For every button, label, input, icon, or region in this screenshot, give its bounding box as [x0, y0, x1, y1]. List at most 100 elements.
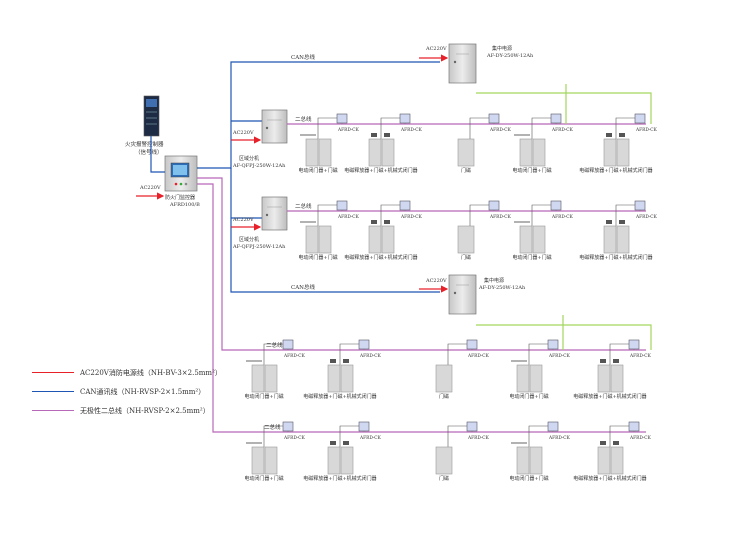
monitor-model: AFRD100/B — [169, 202, 200, 208]
module-box — [550, 113, 562, 124]
door-leaf — [368, 138, 382, 167]
door-unit: AFRD-CK 电磁释放器+门磁+机械式闭门器 — [303, 339, 382, 400]
power-supply-top: 集中电源 AF-DY-250W-12Ah — [448, 43, 534, 84]
zone2-ac-label: AC220V — [232, 217, 254, 223]
door-type-label: 电动闭门器+门磁 — [244, 393, 283, 400]
door-unit: AFRD-CK 门磁 — [435, 421, 490, 482]
door-unit: AFRD-CK 门磁 — [457, 113, 512, 174]
module-box — [466, 421, 478, 432]
module-box — [466, 339, 478, 350]
module-label: AFRD-CK — [467, 436, 490, 441]
door-leaf — [340, 364, 354, 393]
door-type-label: 电磁释放器+门磁+机械式闭门器 — [579, 254, 652, 261]
psu-top-name: 集中电源 — [492, 45, 512, 52]
door-leaf — [305, 225, 319, 254]
magnetic-release — [330, 359, 336, 363]
two-bus-label-1: 二总线 — [295, 115, 312, 123]
two-bus-label-3: 二总线 — [266, 341, 283, 349]
door-leaf — [532, 225, 546, 254]
module-label: AFRD-CK — [635, 215, 658, 220]
zone-unit-2: 区域分机 AF-QFPJ-250W-12Ah — [232, 196, 288, 250]
magnetic-release — [343, 359, 349, 363]
module-label: AFRD-CK — [629, 436, 652, 441]
door-leaf — [519, 138, 533, 167]
door-type-label: 门磁 — [461, 167, 471, 174]
door-type-label: 电动闭门器+门磁 — [298, 167, 337, 174]
door-type-label: 电动闭门器+门磁 — [509, 475, 548, 482]
legend-text-can: CAN通讯线（NH-RVSP-2×1.5mm²） — [80, 387, 206, 396]
module-box — [550, 200, 562, 211]
module-label: AFRD-CK — [548, 354, 571, 359]
zone2-name: 区域分机 — [239, 236, 259, 243]
door-leaf — [610, 364, 624, 393]
door-unit: AFRD-CK 电磁释放器+门磁+机械式闭门器 — [579, 200, 658, 261]
door-leaf — [264, 446, 278, 475]
legend-text-power: AC220V消防电源线（NH-BV-3×2.5mm²） — [80, 368, 222, 377]
door-leaf — [318, 225, 332, 254]
zone-unit-1: 区域分机 AF-QFPJ-250W-12Ah — [232, 109, 288, 169]
module-box — [488, 113, 500, 124]
door-monitor: 防火门监控器 AFRD100/B — [164, 155, 200, 208]
psu-mid-ac-label: AC220V — [425, 278, 447, 284]
door-leaf — [616, 138, 630, 167]
door-type-label: 电磁释放器+门磁+机械式闭门器 — [303, 393, 376, 400]
door-leaf — [457, 225, 475, 254]
door-unit: AFRD-CK 电动闭门器+门磁 — [509, 421, 571, 482]
psu-top-ac-label: AC220V — [425, 46, 447, 52]
fire-panel-name: 火灾报警控制器 — [125, 140, 164, 148]
magnetic-release — [606, 133, 612, 137]
monitor-name: 防火门监控器 — [165, 194, 195, 201]
magnetic-release — [371, 133, 377, 137]
module-label: AFRD-CK — [337, 215, 360, 220]
magnetic-release — [371, 220, 377, 224]
module-box — [399, 113, 411, 124]
module-box — [634, 113, 646, 124]
module-label: AFRD-CK — [548, 436, 571, 441]
door-leaf — [603, 138, 617, 167]
door-type-label: 电磁释放器+门磁+机械式闭门器 — [579, 167, 652, 174]
module-label: AFRD-CK — [337, 128, 360, 133]
door-leaf — [327, 364, 341, 393]
door-type-label: 电磁释放器+门磁+机械式闭门器 — [573, 393, 646, 400]
module-box — [282, 339, 294, 350]
module-box — [282, 421, 294, 432]
can-label-top: CAN总线 — [291, 53, 315, 61]
two-bus-label-4: 二总线 — [264, 423, 281, 431]
door-leaf — [305, 138, 319, 167]
module-label: AFRD-CK — [359, 354, 382, 359]
magnetic-release — [384, 133, 390, 137]
module-label: AFRD-CK — [489, 128, 512, 133]
door-type-label: 电磁释放器+门磁+机械式闭门器 — [344, 254, 417, 261]
module-box — [358, 339, 370, 350]
door-type-label: 电磁释放器+门磁+机械式闭门器 — [344, 167, 417, 174]
door-type-label: 电动闭门器+门磁 — [509, 393, 548, 400]
magnetic-release — [600, 441, 606, 445]
module-label: AFRD-CK — [489, 215, 512, 220]
monitor-ac-label: AC220V — [139, 185, 161, 191]
door-leaf — [340, 446, 354, 475]
door-unit: AFRD-CK 电动闭门器+门磁 — [509, 339, 571, 400]
door-leaf — [264, 364, 278, 393]
module-box — [628, 339, 640, 350]
legend-swatch-can — [32, 391, 74, 392]
zone2-model: AF-QFPJ-250W-12Ah — [232, 244, 286, 250]
door-type-label: 门磁 — [439, 475, 449, 482]
magnetic-release — [613, 441, 619, 445]
legend-item-power: AC220V消防电源线（NH-BV-3×2.5mm²） — [32, 363, 222, 382]
door-leaf — [610, 446, 624, 475]
legend-item-can: CAN通讯线（NH-RVSP-2×1.5mm²） — [32, 382, 222, 401]
can-label-mid: CAN总线 — [291, 283, 315, 291]
legend-swatch-bus — [32, 410, 74, 411]
magnetic-release — [600, 359, 606, 363]
door-leaf — [519, 225, 533, 254]
psu-mid-model: AF-DY-250W-12Ah — [478, 285, 526, 291]
door-leaf — [381, 225, 395, 254]
two-bus-label-2: 二总线 — [295, 202, 312, 210]
